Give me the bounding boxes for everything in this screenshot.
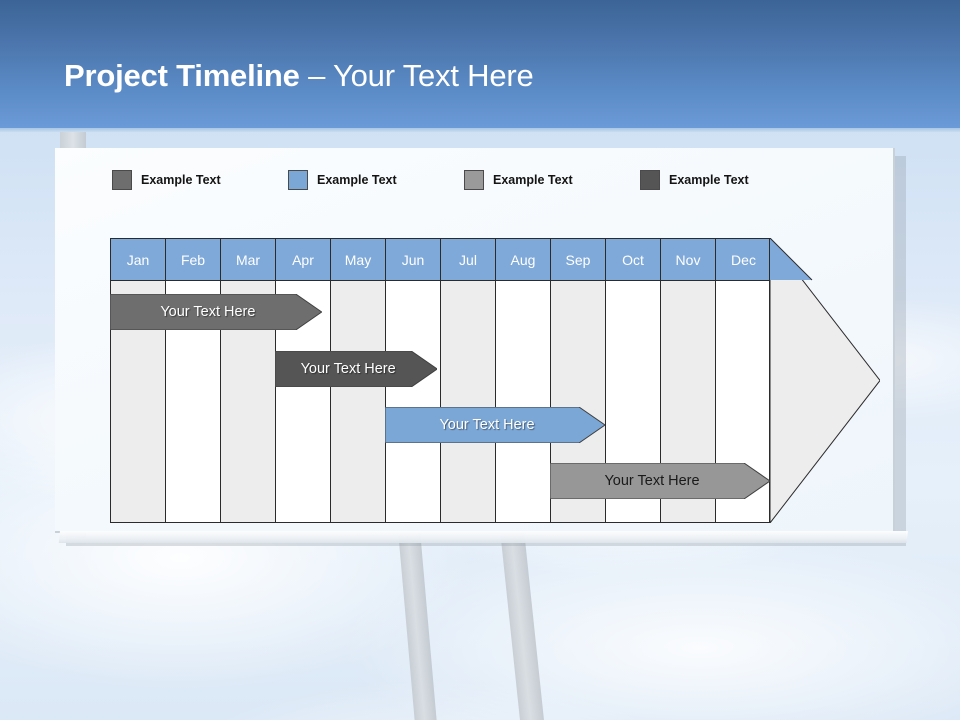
month-header-jul[interactable]: Jul [441, 239, 495, 281]
month-header-sep[interactable]: Sep [551, 239, 605, 281]
legend-item-2[interactable]: Example Text [288, 170, 397, 190]
gantt-column-jan: Jan [111, 239, 166, 522]
gantt-bar-1[interactable]: Your Text Here [110, 294, 322, 330]
page-title: Project Timeline – Your Text Here [64, 58, 534, 94]
gantt-bar-label: Your Text Here [439, 417, 535, 433]
gantt-column-aug: Aug [496, 239, 551, 522]
title-bar-underline [0, 128, 960, 132]
page-title-bold: Project Timeline [64, 58, 300, 93]
month-header-apr[interactable]: Apr [276, 239, 330, 281]
month-header-may[interactable]: May [331, 239, 385, 281]
month-header-oct[interactable]: Oct [606, 239, 660, 281]
gantt-bar-shape [385, 407, 605, 443]
month-header-aug[interactable]: Aug [496, 239, 550, 281]
gantt-bar-label: Your Text Here [604, 473, 700, 489]
gantt-bar-shape [275, 351, 438, 387]
month-header-jan[interactable]: Jan [111, 239, 165, 281]
legend-swatch-icon [640, 170, 660, 190]
legend-item-label: Example Text [317, 173, 397, 187]
legend-item-1[interactable]: Example Text [112, 170, 221, 190]
billboard-bottom-edge [58, 531, 908, 543]
page-title-light: – Your Text Here [299, 58, 534, 93]
gantt-bar-3[interactable]: Your Text Here [385, 407, 605, 443]
legend-item-label: Example Text [141, 173, 221, 187]
legend-swatch-icon [464, 170, 484, 190]
legend-item-4[interactable]: Example Text [640, 170, 749, 190]
month-header-mar[interactable]: Mar [221, 239, 275, 281]
timeline-arrow-head [770, 238, 880, 523]
legend-item-label: Example Text [493, 173, 573, 187]
gantt-bar-2[interactable]: Your Text Here [275, 351, 438, 387]
legend-item-label: Example Text [669, 173, 749, 187]
gantt-bar-shape [110, 294, 322, 330]
gantt-bar-label: Your Text Here [300, 361, 396, 377]
month-header-jun[interactable]: Jun [386, 239, 440, 281]
legend-swatch-icon [288, 170, 308, 190]
legend: Example Text Example Text Example Text E… [112, 170, 812, 194]
gantt-column-jul: Jul [441, 239, 496, 522]
gantt-bar-shape [550, 463, 770, 499]
legend-item-3[interactable]: Example Text [464, 170, 573, 190]
month-header-feb[interactable]: Feb [166, 239, 220, 281]
month-header-dec[interactable]: Dec [716, 239, 769, 281]
gantt-bar-4[interactable]: Your Text Here [550, 463, 770, 499]
title-bar [0, 0, 960, 128]
legend-swatch-icon [112, 170, 132, 190]
gantt-column-feb: Feb [166, 239, 221, 522]
gantt-bar-label: Your Text Here [160, 304, 256, 320]
month-header-nov[interactable]: Nov [661, 239, 715, 281]
gantt-column-mar: Mar [221, 239, 276, 522]
